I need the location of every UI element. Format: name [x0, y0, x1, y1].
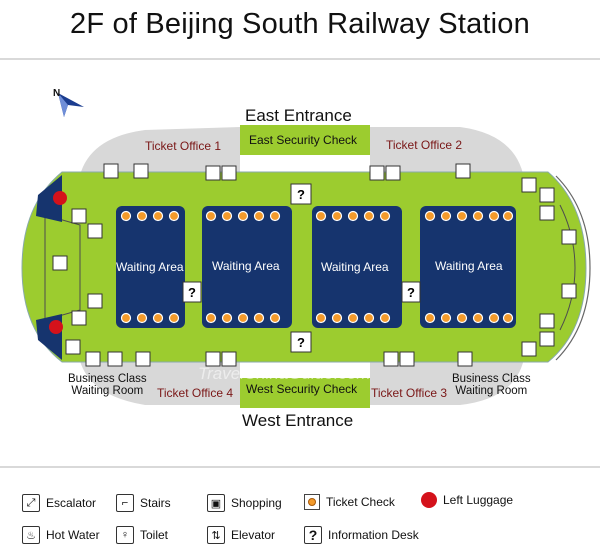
legend-left-luggage: Left Luggage: [421, 492, 513, 508]
business-class-right-line2: Waiting Room: [455, 385, 528, 397]
left-dark-corner-top: [36, 175, 62, 222]
ticket-office-2-area: [370, 127, 525, 185]
svg-text:?: ?: [188, 285, 196, 300]
watermark: TravelChinaGuide.com: [198, 364, 371, 383]
ticket-office-2-label: Ticket Office 2: [386, 138, 463, 152]
waiting-area-3-label: Waiting Area: [321, 260, 389, 274]
east-entrance-label: East Entrance: [245, 106, 352, 125]
map-frame: [0, 58, 600, 468]
svg-text:?: ?: [297, 335, 305, 350]
left-luggage-marker-top: [53, 191, 67, 205]
legend-ticket-check: Ticket Check: [304, 494, 395, 510]
legend-hot-water: ♨ Hot Water: [22, 526, 100, 544]
east-security-label: East Security Check: [249, 133, 358, 147]
information-desk-icons: ? ? ? ?: [182, 183, 421, 353]
legend-escalator-label: Escalator: [46, 496, 97, 510]
left-luggage-marker-bottom: [49, 320, 63, 334]
shopping-icon: ▣: [207, 494, 225, 512]
business-class-right-label: Business Class Waiting Room: [452, 373, 531, 397]
legend-information-desk-label: Information Desk: [328, 528, 419, 542]
compass-icon: [58, 93, 84, 117]
legend-stairs-label: Stairs: [140, 496, 171, 510]
left-luggage-icon: [421, 492, 437, 508]
waiting-area-2: [202, 206, 292, 328]
information-desk-icon: ?: [304, 526, 322, 544]
legend-toilet-label: Toilet: [140, 528, 169, 542]
svg-text:?: ?: [407, 285, 415, 300]
ticket-office-1-label: Ticket Office 1: [145, 139, 222, 153]
west-security-label: West Security Check: [246, 382, 358, 396]
legend-ticket-check-label: Ticket Check: [326, 495, 395, 509]
legend-escalator: ⤢ Escalator: [22, 494, 96, 512]
legend-hot-water-label: Hot Water: [46, 528, 100, 542]
ticket-office-4-label: Ticket Office 4: [157, 386, 234, 400]
legend-toilet: ♀ Toilet: [116, 526, 168, 544]
legend-elevator: ⇅ Elevator: [207, 526, 275, 544]
right-inner-edge: [559, 204, 576, 331]
business-class-left-line2: Waiting Room: [71, 385, 144, 397]
ticket-check-icon: [304, 494, 320, 510]
west-security-area: [240, 378, 370, 408]
elevator-icon: ⇅: [207, 526, 225, 544]
legend-elevator-label: Elevator: [231, 528, 276, 542]
toilet-icon: ♀: [116, 526, 134, 544]
legend-stairs: ⌐ Stairs: [116, 494, 171, 512]
svg-text:?: ?: [297, 187, 305, 202]
west-entrance-label: West Entrance: [242, 411, 354, 430]
ticket-check-gates: [120, 210, 514, 324]
waiting-area-3: [312, 206, 402, 328]
waiting-area-2-label: Waiting Area: [212, 259, 280, 273]
legend-information-desk: ? Information Desk: [304, 526, 419, 544]
escalator-icon: ⤢: [22, 494, 40, 512]
legend-shopping: ▣ Shopping: [207, 494, 282, 512]
waiting-area-4: [420, 206, 516, 328]
hot-water-icon: ♨: [22, 526, 40, 544]
waiting-area-1-label: Waiting Area: [116, 260, 184, 274]
station-floor-plan: ? ? ? ?: [21, 93, 591, 408]
right-building-edge: [555, 175, 591, 361]
compass-label: N: [53, 88, 61, 99]
east-security-area: [240, 125, 370, 155]
ticket-office-3-label: Ticket Office 3: [371, 386, 448, 400]
business-class-right-line1: Business Class: [452, 373, 531, 385]
stairs-icon: ⌐: [116, 494, 134, 512]
legend-left-luggage-label: Left Luggage: [443, 493, 514, 507]
legend-shopping-label: Shopping: [231, 496, 282, 510]
map-title: 2F of Beijing South Railway Station: [70, 8, 530, 40]
business-class-left-line1: Business Class: [68, 373, 147, 385]
facility-icons: [52, 163, 577, 367]
business-class-left-label: Business Class Waiting Room: [68, 373, 147, 397]
waiting-area-1: [116, 206, 185, 328]
waiting-area-4-label: Waiting Area: [435, 259, 503, 273]
